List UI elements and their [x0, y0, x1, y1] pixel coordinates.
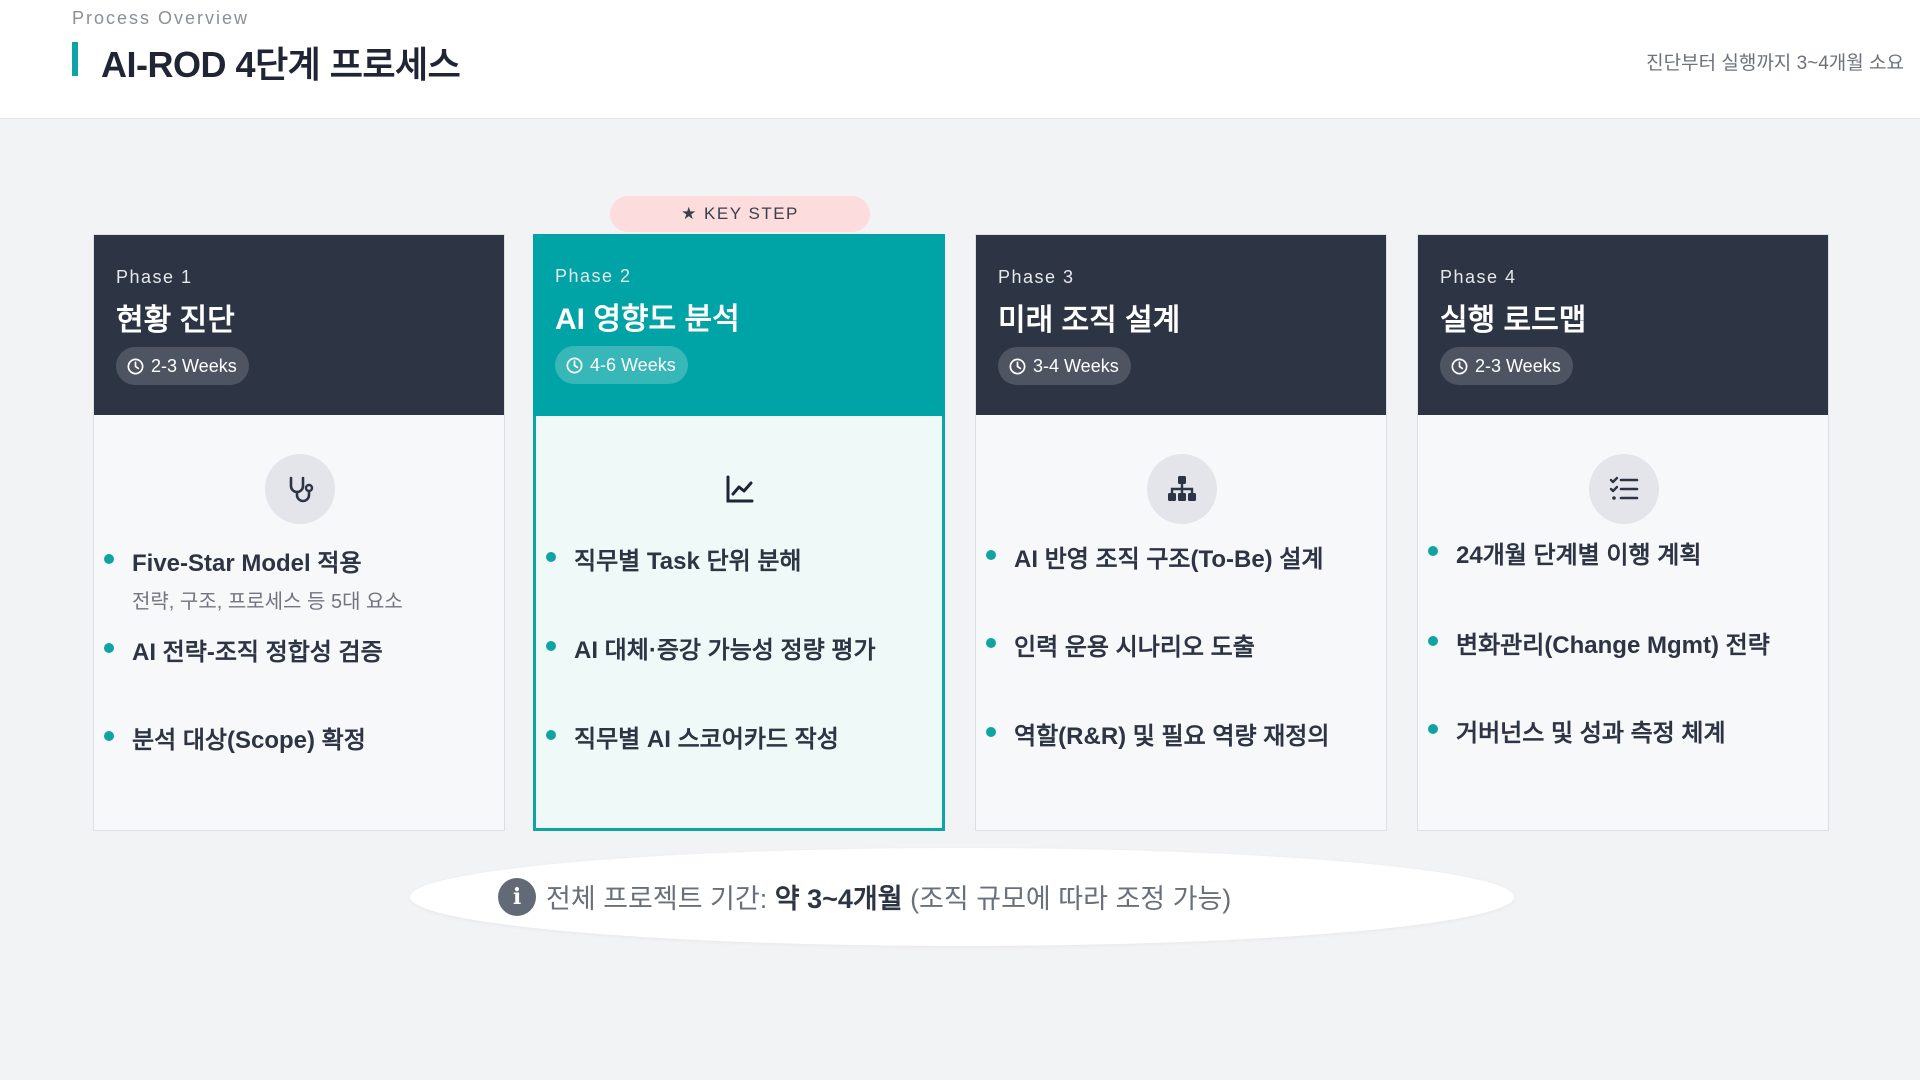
duration-text: 3-4 Weeks	[1033, 355, 1119, 376]
list-item-sub: 전략, 구조, 프로세스 등 5대 요소	[132, 591, 403, 613]
note-suffix: (조직 규모에 따라 조정 가능)	[902, 884, 1232, 914]
duration-text: 2-3 Weeks	[151, 355, 237, 376]
list-item: 직무별 AI 스코어카드 작성	[546, 719, 839, 754]
list-item: AI 반영 조직 구조(To-Be) 설계	[986, 539, 1324, 574]
list-item: 직무별 Task 단위 분해	[546, 541, 802, 576]
eyebrow-label: Process Overview	[72, 8, 250, 28]
page-subtitle: 진단부터 실행까지 3~4개월 소요	[1646, 53, 1904, 74]
stethoscope-icon	[265, 454, 335, 524]
phase-label: Phase 2	[555, 266, 632, 286]
title-accent-bar	[72, 42, 78, 76]
clock-icon	[566, 357, 583, 373]
phase-card-header: Phase 4 실행 로드맵 2-3 Weeks	[1418, 235, 1828, 415]
list-item: 거버넌스 및 성과 측정 체계	[1428, 713, 1726, 748]
duration-pill: 2-3 Weeks	[1440, 347, 1573, 385]
phase-title: AI 영향도 분석	[555, 303, 740, 336]
info-icon: i	[498, 877, 536, 916]
phase-card-header: Phase 2 AI 영향도 분석 4-6 Weeks	[533, 234, 945, 416]
phase-card-2: Phase 2 AI 영향도 분석 4-6 Weeks 직무별 Task 단위 …	[533, 234, 945, 831]
line-chart-icon	[705, 454, 775, 524]
clock-icon	[1451, 358, 1468, 374]
phase-title: 실행 로드맵	[1440, 304, 1587, 337]
list-item: 분석 대상(Scope) 확정	[104, 720, 366, 755]
key-step-badge: ★ KEY STEP	[610, 196, 870, 232]
clock-icon	[1009, 358, 1026, 374]
clock-icon	[127, 358, 144, 374]
list-item: Five-Star Model 적용	[104, 543, 362, 578]
phase-card-4: Phase 4 실행 로드맵 2-3 Weeks 24개월 단계별 이행 계획 …	[1417, 234, 1829, 831]
list-item: AI 대체·증강 가능성 정량 평가	[546, 630, 876, 665]
org-chart-icon	[1147, 454, 1217, 524]
phase-card-3: Phase 3 미래 조직 설계 3-4 Weeks AI 반영 조직 구조(T…	[975, 234, 1387, 831]
list-item: AI 전략-조직 정합성 검증	[104, 632, 383, 667]
duration-pill: 4-6 Weeks	[555, 346, 688, 384]
duration-note-background	[410, 848, 1514, 946]
note-duration: 약 3~4개월	[774, 884, 903, 914]
checklist-icon	[1589, 454, 1659, 524]
duration-note: i 전체 프로젝트 기간: 약 3~4개월 (조직 규모에 따라 조정 가능)	[498, 877, 1231, 916]
duration-text: 2-3 Weeks	[1475, 355, 1561, 376]
duration-text: 4-6 Weeks	[590, 354, 676, 375]
phase-card-1: Phase 1 현황 진단 2-3 Weeks Five-Star Model …	[93, 234, 505, 831]
list-item: 인력 운용 시나리오 도출	[986, 627, 1255, 662]
phase-label: Phase 1	[116, 267, 193, 287]
phase-label: Phase 3	[998, 267, 1075, 287]
page-header: Process Overview AI-ROD 4단계 프로세스 진단부터 실행…	[0, 0, 1920, 119]
phase-title: 미래 조직 설계	[998, 304, 1181, 337]
duration-pill: 3-4 Weeks	[998, 347, 1131, 385]
list-item: 24개월 단계별 이행 계획	[1427, 535, 1701, 570]
note-prefix: 전체 프로젝트 기간:	[546, 884, 775, 914]
list-item: 역할(R&R) 및 필요 역량 재정의	[985, 716, 1329, 751]
list-item: 변화관리(Change Mgmt) 전략	[1428, 625, 1770, 660]
page-title: AI-ROD 4단계 프로세스	[101, 44, 461, 85]
duration-pill: 2-3 Weeks	[116, 347, 249, 385]
phase-card-header: Phase 3 미래 조직 설계 3-4 Weeks	[976, 235, 1386, 415]
phase-title: 현황 진단	[116, 304, 235, 337]
phase-card-header: Phase 1 현황 진단 2-3 Weeks	[94, 235, 504, 415]
phase-label: Phase 4	[1440, 267, 1517, 287]
